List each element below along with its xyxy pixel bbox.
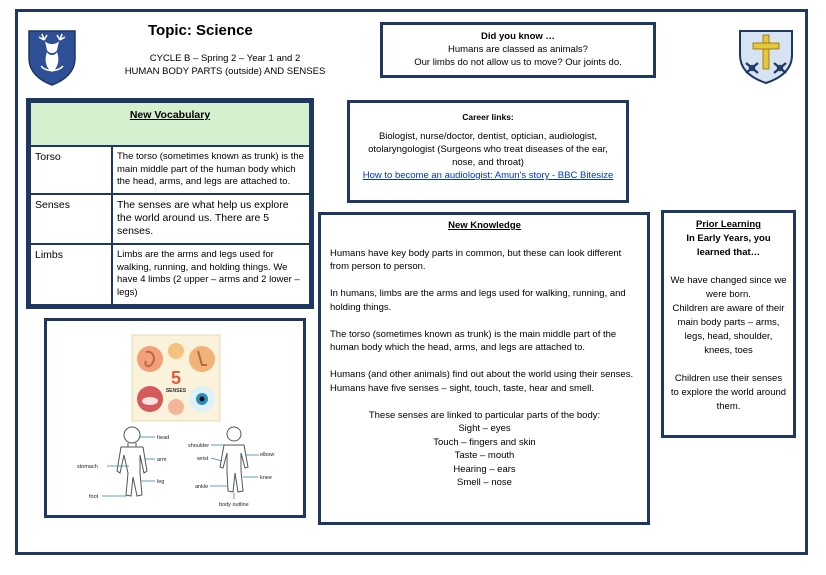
career-heading: Career links: bbox=[462, 112, 514, 122]
knowledge-paragraph: Humans (and other animals) find out abou… bbox=[330, 369, 634, 394]
outline-labels: shoulder elbow wrist knee ankle body out… bbox=[188, 443, 274, 508]
career-link[interactable]: How to become an audiologist: Amun's sto… bbox=[362, 170, 614, 181]
vocabulary-table-box: New Vocabulary Torso The torso (sometime… bbox=[26, 98, 314, 309]
sense-item: Hearing – ears bbox=[453, 463, 516, 475]
vocab-row: Senses The senses are what help us explo… bbox=[29, 193, 311, 246]
page-title: Topic: Science bbox=[148, 22, 253, 39]
body-diagram-outline bbox=[219, 426, 249, 493]
label-stomach: stomach bbox=[77, 464, 98, 470]
vocab-term: Limbs bbox=[29, 243, 113, 306]
sense-item: Sight – eyes bbox=[458, 423, 511, 434]
label-knee: knee bbox=[260, 475, 272, 481]
knowledge-paragraph: Humans have key body parts in common, bu… bbox=[330, 247, 622, 273]
page-subtitle: CYCLE B – Spring 2 – Year 1 and 2 HUMAN … bbox=[120, 52, 330, 78]
sense-item: Taste – mouth bbox=[454, 450, 515, 461]
label-elbow: elbow bbox=[260, 452, 274, 458]
vocabulary-heading: New Vocabulary bbox=[29, 101, 311, 147]
label-shoulder: shoulder bbox=[188, 443, 209, 449]
did-you-know-box: Did you know … Humans are classed as ani… bbox=[380, 22, 656, 78]
school-crest-cross-icon bbox=[739, 30, 793, 85]
prior-subheading: In Early Years, you learned that… bbox=[686, 233, 771, 258]
vocab-term: Torso bbox=[29, 144, 113, 196]
prior-learning-box: Prior Learning In Early Years, you learn… bbox=[661, 210, 796, 438]
subtitle-cycle: CYCLE B – Spring 2 – Year 1 and 2 bbox=[149, 53, 301, 64]
school-crest-stag-icon bbox=[28, 30, 76, 86]
vocab-definition: Limbs are the arms and legs used for wal… bbox=[111, 243, 311, 306]
did-you-know-heading: Did you know … bbox=[481, 31, 555, 42]
senses-intro: These senses are linked to particular pa… bbox=[368, 409, 601, 421]
knowledge-paragraph: In humans, limbs are the arms and legs u… bbox=[330, 288, 626, 313]
new-knowledge-box: New Knowledge Humans have key body parts… bbox=[318, 212, 650, 525]
sense-item: Smell – nose bbox=[457, 477, 512, 488]
label-foot: foot bbox=[89, 494, 99, 500]
prior-heading: Prior Learning bbox=[696, 219, 761, 230]
body-diagram-front bbox=[116, 426, 148, 497]
five-senses-illustration: 5 SENSES bbox=[131, 334, 221, 422]
vocab-row: Torso The torso (sometimes known as trun… bbox=[29, 144, 311, 196]
prior-paragraph: Children are aware of their main body pa… bbox=[672, 303, 785, 356]
vocab-row: Limbs Limbs are the arms and legs used f… bbox=[29, 243, 311, 306]
prior-paragraph: We have changed since we were born. bbox=[670, 275, 787, 300]
label-ankle: ankle bbox=[195, 484, 208, 490]
senses-word: SENSES bbox=[166, 388, 187, 394]
career-text: Biologist, nurse/doctor, dentist, optici… bbox=[368, 131, 608, 168]
vocabulary-table: New Vocabulary Torso The torso (sometime… bbox=[29, 101, 311, 306]
front-labels: head arm stomach leg foot bbox=[77, 435, 169, 500]
vocab-term: Senses bbox=[29, 193, 113, 246]
pictures-svg: 5 SENSES head arm stomach leg foot bbox=[77, 334, 274, 508]
page-frame bbox=[15, 9, 808, 555]
knowledge-heading: New Knowledge bbox=[448, 220, 521, 231]
label-arm: arm bbox=[157, 457, 167, 463]
subtitle-topic: HUMAN BODY PARTS (outside) AND SENSES bbox=[124, 66, 326, 77]
prior-paragraph: Children use their senses to explore the… bbox=[670, 373, 787, 412]
vocab-definition: The senses are what help us explore the … bbox=[111, 193, 311, 246]
label-body-outline: body outline bbox=[219, 502, 249, 508]
senses-number: 5 bbox=[171, 368, 181, 388]
label-wrist: wrist bbox=[196, 456, 209, 462]
did-you-know-line2: Our limbs do not allow us to move? Our j… bbox=[414, 57, 622, 68]
career-links-box: Career links: Biologist, nurse/doctor, d… bbox=[347, 100, 629, 203]
sense-item: Touch – fingers and skin bbox=[433, 436, 536, 448]
vocab-definition: The torso (sometimes known as trunk) is … bbox=[111, 144, 311, 196]
pictures-box: 5 SENSES head arm stomach leg foot bbox=[44, 318, 306, 518]
knowledge-paragraph: The torso (sometimes known as trunk) is … bbox=[330, 328, 617, 354]
label-head: head bbox=[157, 435, 169, 441]
label-leg: leg bbox=[157, 479, 164, 485]
did-you-know-line1: Humans are classed as animals? bbox=[448, 44, 588, 55]
